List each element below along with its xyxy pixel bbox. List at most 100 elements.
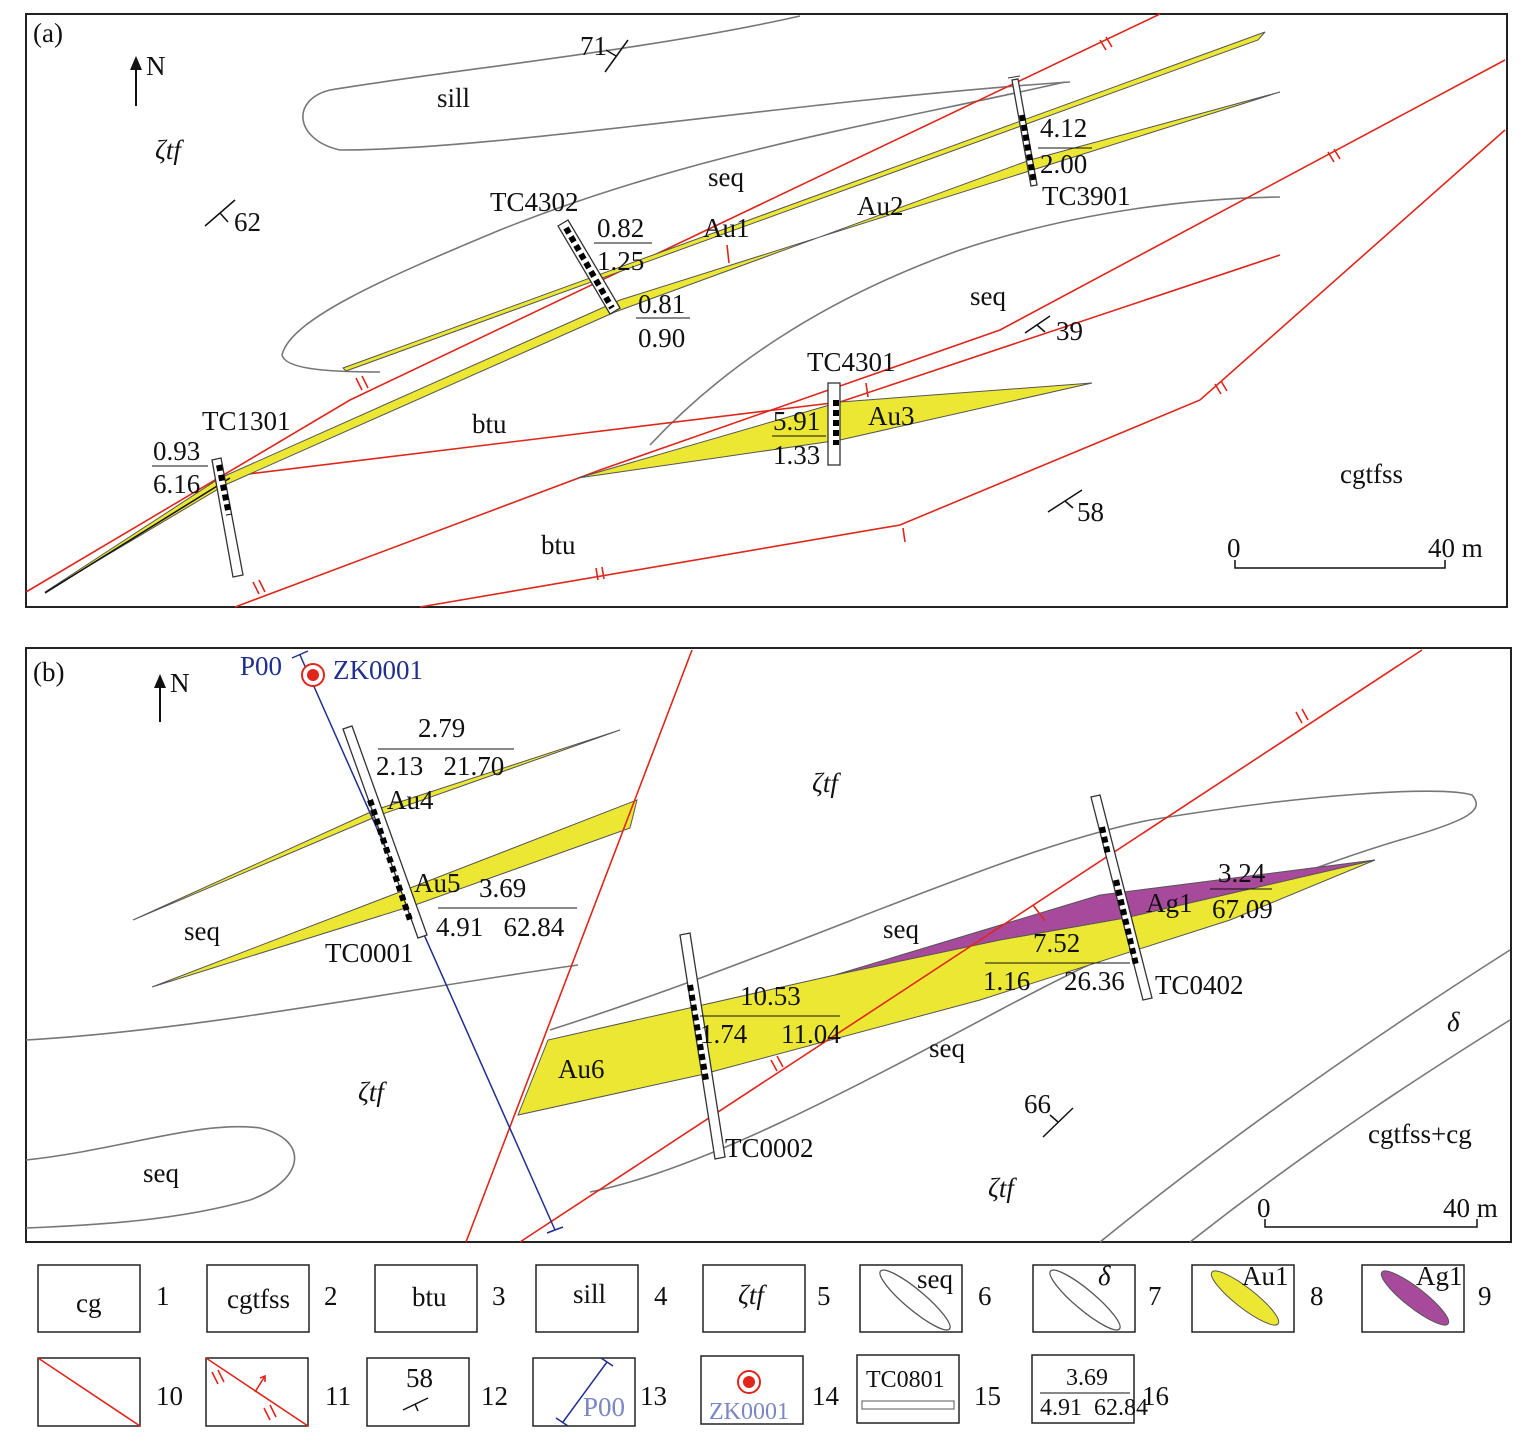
assay-value: 67.09 [1212,894,1273,924]
seq-contact [25,1125,296,1229]
trench-label: TC3901 [1042,181,1131,211]
unit-label-seq: seq [883,914,919,944]
orebody-au5 [151,799,638,988]
north-arrow-icon [130,56,142,106]
legend-item-drillhole: ZK0001 14 [700,1355,840,1425]
orebody-label: Au2 [857,191,904,221]
dip-value: 58 [1077,497,1104,527]
scale-bar: 0 40 m [1257,1193,1498,1228]
legend-item-btu: btu 3 [374,1264,506,1333]
legend-text: TC0801 [866,1367,945,1393]
assay-value: 1.16 26.36 [983,966,1125,996]
assay-value: 2.13 21.70 [376,751,504,781]
legend-item-normal-fault: 11 [205,1357,351,1427]
legend-number: 12 [481,1381,508,1411]
legend-number: 16 [1142,1381,1169,1411]
north-label: N [146,51,166,81]
fault-ticks [770,708,1309,1072]
trench-tc0001 [342,725,428,939]
profile-line-p00[interactable] [291,650,564,1234]
orebody-label: Ag1 [1146,888,1193,918]
legend-text: Au1 [1242,1261,1289,1291]
trench-tc3901 [1007,75,1038,187]
dip-symbol-icon [604,39,629,73]
legend-text: cg [76,1288,101,1318]
trench-tc0402 [1090,794,1153,1001]
legend-item-cg: cg 1 [37,1264,170,1333]
trench-label: TC0402 [1155,970,1244,1000]
legend-text: 4.91 62.84 [1040,1395,1148,1421]
legend-number: 10 [156,1381,183,1411]
unit-label-cgtfss-cg: cgtfss+cg [1368,1119,1472,1149]
legend-number: 5 [817,1281,831,1311]
panel-a-label: (a) [33,18,63,48]
orebody-au2 [44,91,1281,593]
assay-value: 1.25 [597,246,644,276]
unit-label-seq: seq [708,162,744,192]
seq-contact [281,81,1066,373]
trench-tc0002 [679,932,726,1160]
faults [25,13,1506,608]
unit-label-ztf: ζtf [988,1173,1017,1203]
trench-tc4301 [827,382,841,466]
legend-text: P00 [583,1392,625,1422]
unit-label-seq: seq [929,1033,965,1063]
unit-label-seq: seq [970,281,1006,311]
north-label: N [170,668,190,698]
assay-value: 2.79 [418,713,465,743]
legend-number: 3 [492,1281,506,1311]
legend-item-ztf: ζtf 5 [702,1264,831,1333]
assay-value: 1.74 11.04 [700,1019,841,1049]
legend-number: 7 [1148,1281,1162,1311]
assay-value: 0.81 [638,289,685,319]
legend-item-silver-orebody: Ag1 9 [1361,1261,1492,1333]
orebody-au4 [132,729,621,921]
panel-b-label: (b) [33,657,64,687]
scale-zero: 0 [1257,1193,1271,1223]
legend-text: seq [917,1264,953,1294]
legend-item-seq: seq 6 [859,1264,992,1333]
legend-text: δ [1098,1261,1111,1291]
assay-value: 3.69 [479,873,526,903]
assay-value: 4.91 62.84 [436,912,565,942]
drillhole-icon[interactable] [301,663,325,687]
legend-item-delta: δ 7 [1032,1261,1162,1333]
dip-symbol-icon [1024,315,1051,334]
panel-a: (a) N [25,13,1508,608]
trench-tc1301 [211,457,244,578]
legend-text: 58 [406,1363,433,1393]
fault [519,649,1423,1243]
contact [25,964,579,1041]
assay-value: 5.91 [773,406,820,436]
orebody-label: Au4 [387,785,434,815]
legend-number: 13 [640,1381,667,1411]
unit-label-btu: btu [541,530,576,560]
assay-value: 0.93 [153,436,200,466]
profile-label: P00 [240,651,282,681]
assay-value: 10.53 [740,981,801,1011]
scale-zero: 0 [1227,533,1241,563]
dip-symbol-icon [204,199,236,227]
assay-value: 0.90 [638,323,685,353]
legend-number: 2 [324,1281,338,1311]
scale-end: 40 m [1443,1193,1498,1223]
assay-value: 6.16 [153,469,200,499]
dip-value: 39 [1056,316,1083,346]
north-arrow-icon [154,674,166,722]
legend-item-dip: 58 12 [366,1357,508,1427]
seq-contact-2 [649,196,1281,446]
dip-value: 62 [234,207,261,237]
legend-text: sill [573,1279,606,1309]
trench-tc4302 [557,219,621,315]
scale-bar: 0 40 m [1227,533,1483,569]
assay-value: 7.52 [1033,928,1080,958]
legend-text: ζtf [738,1280,767,1310]
unit-label-ztf: ζtf [812,768,841,798]
legend-item-trench: TC0801 15 [856,1354,1001,1424]
legend-number: 14 [812,1381,840,1411]
legend-item-assay: 3.69 4.91 62.84 16 [1031,1354,1169,1424]
scale-end: 40 m [1428,533,1483,563]
legend-item-fault: 10 [37,1357,183,1427]
legend-number: 15 [974,1381,1001,1411]
